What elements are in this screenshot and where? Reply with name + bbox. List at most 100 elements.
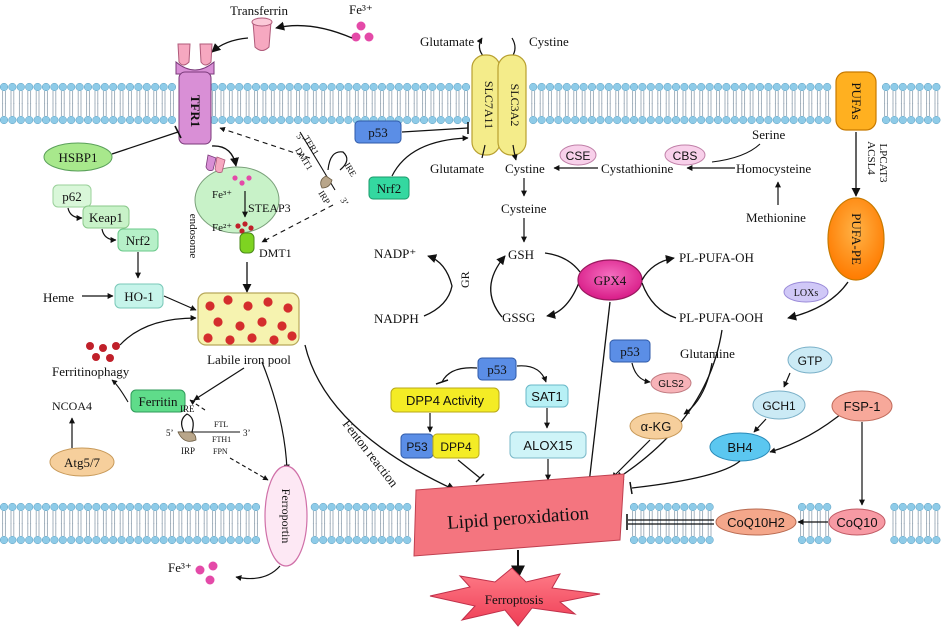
loxs-node [783,281,829,303]
cbs-label: CBS [673,149,698,163]
ftl-label: FTL [214,420,228,429]
homocysteine-label: Homocysteine [736,161,811,176]
cell-membrane-bottom [0,502,941,545]
gls2-node [650,372,692,394]
iron-dot [213,317,223,327]
ferroptosis-label: Ferroptosis [485,592,544,607]
fenton-label: Fenton reaction [340,417,402,491]
glutamine-label: Glutamine [680,346,735,361]
ncoa4-label: NCOA4 [52,399,92,413]
irp-to-tfr1-dashed [219,126,311,159]
gls2-label: GLS2 [658,379,684,390]
fe3-top-label: Fe³⁺ [349,2,373,17]
ho1-node [114,283,164,309]
atg57-label: Atg5/7 [64,455,101,470]
slc7a11-label: SLC7A11 [482,81,496,129]
dpp4-label: DPP4 [440,440,472,454]
ferritinophagy-dots [86,342,120,362]
glutamate-mid-label: Glutamate [430,161,484,176]
alox15-node [509,431,587,459]
steap3-label: STEAP3 [248,201,291,215]
fsp1-node [831,390,893,422]
cell-membrane-top [0,82,941,125]
dpp4-activity-label: DPP4 Activity [406,393,485,408]
p53-mid-label: p53 [487,362,507,377]
fe3-bottom-dots [195,561,218,585]
gtp-node [787,346,833,374]
fe2-endosome-label: Fe²⁺ [212,222,232,234]
cystine-mid-label: Cystine [505,161,545,176]
pufas-label: PUFAs [849,82,864,119]
pl-pufa-ooh-label: PL-PUFA-OOH [679,310,763,325]
iron-dot [203,333,213,343]
gsh-label: GSH [508,247,534,262]
fe2-endosome-dots [235,221,254,234]
labile-iron-pool-label: Labile iron pool [207,352,291,367]
iron-dot [247,333,257,343]
keap1-label: Keap1 [89,210,123,225]
tfr1-label: TFR1 [188,95,203,128]
iron-dot [225,335,235,345]
fth1-label: FTH1 [212,435,231,444]
endosome-receptor-icon [205,154,226,173]
sat1-node [525,384,569,408]
dmt1-label: DMT1 [259,246,292,260]
ferritinophagy-label: Ferritinophagy [52,364,130,379]
dpp4-activity-node [390,387,500,413]
pl-pufa-oh-label: PL-PUFA-OH [679,250,754,265]
hsbp1-label: HSBP1 [58,150,97,165]
iron-dot [269,335,279,345]
iron-dot [277,321,287,331]
iron-dot [243,301,253,311]
cbs-node [664,144,706,166]
irp-bottom-5-label: 5’ [166,428,174,438]
alox15-label: ALOX15 [523,438,572,453]
bh4-label: BH4 [727,440,752,455]
p53-top-node [354,120,402,144]
lipid-peroxidation-node [413,473,625,557]
fe3-to-transferrin-arrow [275,21,353,39]
irp-top-ire-label: IRE [342,161,358,179]
ferritin-node [130,389,186,413]
coq10-label: CoQ10 [836,515,877,530]
akg-label: α-KG [641,419,672,434]
gpx4-inhibits-lipid-perox [587,301,611,493]
ferroportin-label: Ferroportin [279,489,293,544]
iron-dot [283,303,293,313]
irp-bottom-3-label: 3’ [243,428,251,438]
irp-top-irp-label: IRP [316,189,332,206]
pufa-pe-label: PUFA-PE [849,213,864,265]
coq10h2-label: CoQ10H2 [727,515,785,530]
pufas-node [835,71,877,131]
cystine-top-label: Cystine [529,34,569,49]
coq10h2-node [715,508,797,536]
p53-box-label: P53 [406,440,428,454]
transferrin-icon [251,17,273,51]
p53-right-node [609,339,651,363]
atg57-node [49,447,115,477]
nrf2-left-label: Nrf2 [126,233,151,248]
gtp-label: GTP [798,354,823,368]
gpx4-label: GPX4 [594,273,627,288]
cse-node [559,144,597,166]
iron-dot [235,321,245,331]
akg-node [629,412,683,440]
transferrin-to-tfr1-arrow [211,37,249,53]
ferritin-label: Ferritin [139,394,178,409]
p62-node [52,184,92,208]
coq10-node [828,508,886,536]
pufa-pe-node [827,197,885,281]
slc3a2-label: SLC3A2 [508,84,522,127]
irp-bottom-protein-icon [177,431,197,442]
gch1-label: GCH1 [762,399,796,413]
nadph-label: NADPH [374,311,419,326]
heme-label: Heme [43,290,74,305]
fe3-bottom-label: Fe³⁺ [168,560,192,575]
pool-to-ferroportin-arrow [261,361,290,471]
irp-top-3-label: 3’ [338,196,350,208]
pool-to-ferritin-arrow [193,367,245,401]
iron-dot [257,317,267,327]
p53-mid-node [477,357,517,381]
iron-dot [223,295,233,305]
